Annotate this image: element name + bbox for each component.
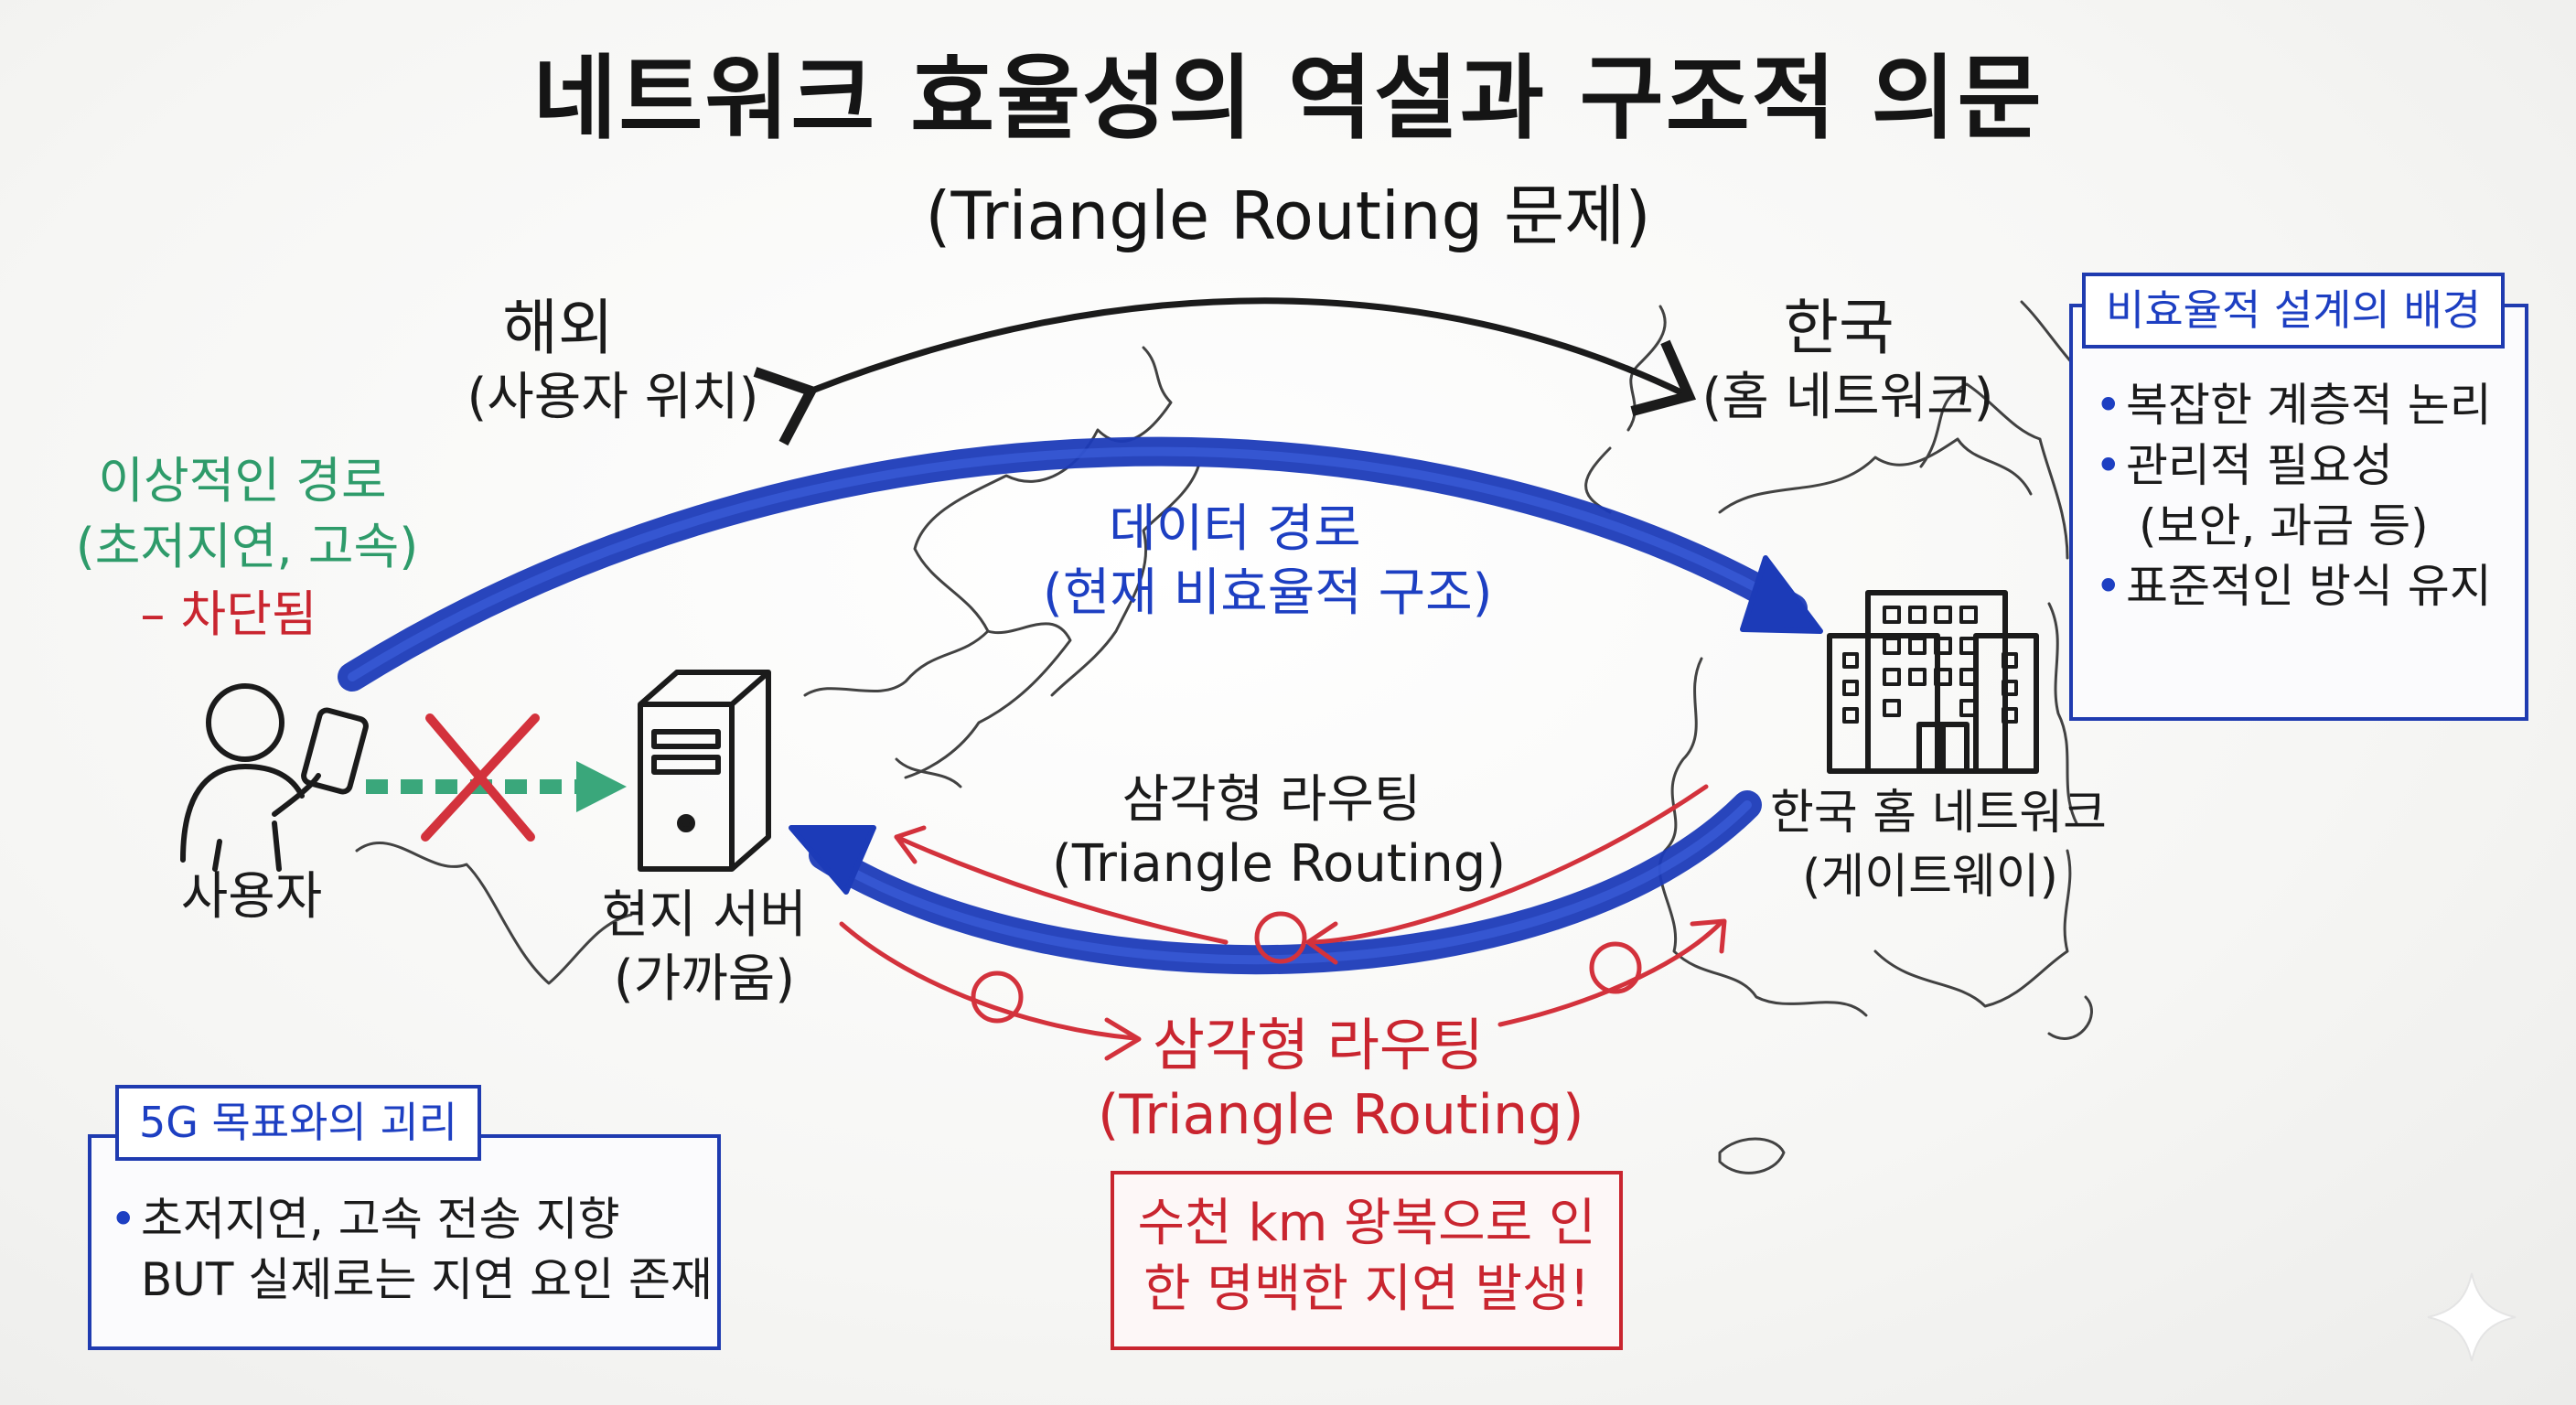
inefficiency-item: 관리적 필요성 [2095,435,2492,496]
gap-list: 초저지연, 고속 전송 지향 BUT 실제로는 지연 요인 존재 [110,1189,713,1310]
inefficiency-list: 복잡한 계층적 논리 관리적 필요성 (보안, 과금 등) 표준적인 방식 유지 [2095,375,2492,617]
data-path-label: 데이터 경로 [1109,499,1361,559]
server-tower-icon [638,670,771,872]
office-building-icon [1827,590,2039,774]
overseas-sublabel: (사용자 위치) [467,368,759,427]
ideal-path-blocked: – 차단됨 [140,585,317,643]
inefficiency-box-title: 비효율적 설계의 배경 [2082,273,2506,349]
home-gateway-label: 한국 홈 네트워크 [1770,786,2107,841]
person-with-phone-icon [180,683,369,872]
inefficiency-item: (보안, 과금 등) [2139,499,2429,552]
ideal-path-sublabel: (초저지연, 고속) [75,518,419,575]
red-routing-arrows [839,784,1727,1061]
local-server-sublabel: (가까움) [613,949,796,1009]
korea-label: 한국 [1783,293,1894,363]
triangle-routing-upper-sublabel: (Triangle Routing) [1052,834,1507,894]
user-label: 사용자 [180,867,323,927]
korea-sublabel: (홈 네트워크) [1701,368,1994,427]
latency-note-box: 수천 km 왕복으로 인한 명백한 지연 발생! [1111,1171,1623,1350]
data-path-sublabel: (현재 비효율적 구조) [1043,563,1493,623]
triangle-routing-lower-sublabel: (Triangle Routing) [1098,1083,1584,1147]
latency-note-text: 수천 km 왕복으로 인한 명백한 지연 발생! [1137,1194,1596,1319]
gap-item: 초저지연, 고속 전송 지향 [110,1189,713,1249]
gap-box-title: 5G 목표와의 괴리 [115,1085,482,1161]
page-subtitle: (Triangle Routing 문제) [925,177,1651,254]
sparkle-icon [2427,1272,2517,1362]
local-server-label: 현지 서버 [602,885,807,945]
inefficiency-item: 복잡한 계층적 논리 [2095,375,2492,435]
triangle-routing-lower-label: 삼각형 라우팅 [1153,1012,1484,1078]
ideal-path-arrow [366,761,627,812]
home-gateway-sublabel: (게이트웨이) [1802,850,2058,905]
inefficiency-item: 표준적인 방식 유지 [2095,556,2492,617]
page-title: 네트워크 효율성의 역설과 구조적 의문 [532,45,2044,152]
triangle-routing-upper-label: 삼각형 라우팅 [1122,770,1422,830]
blue-lower-arrow [789,790,1762,975]
ideal-path-label: 이상적인 경로 [98,452,387,509]
overseas-label: 해외 [502,293,614,363]
blocked-x-icon [421,713,540,842]
overseas-korea-arrow [753,297,1697,446]
gap-item: BUT 실제로는 지연 요인 존재 [141,1253,714,1306]
blue-upper-arrow [338,436,1823,692]
